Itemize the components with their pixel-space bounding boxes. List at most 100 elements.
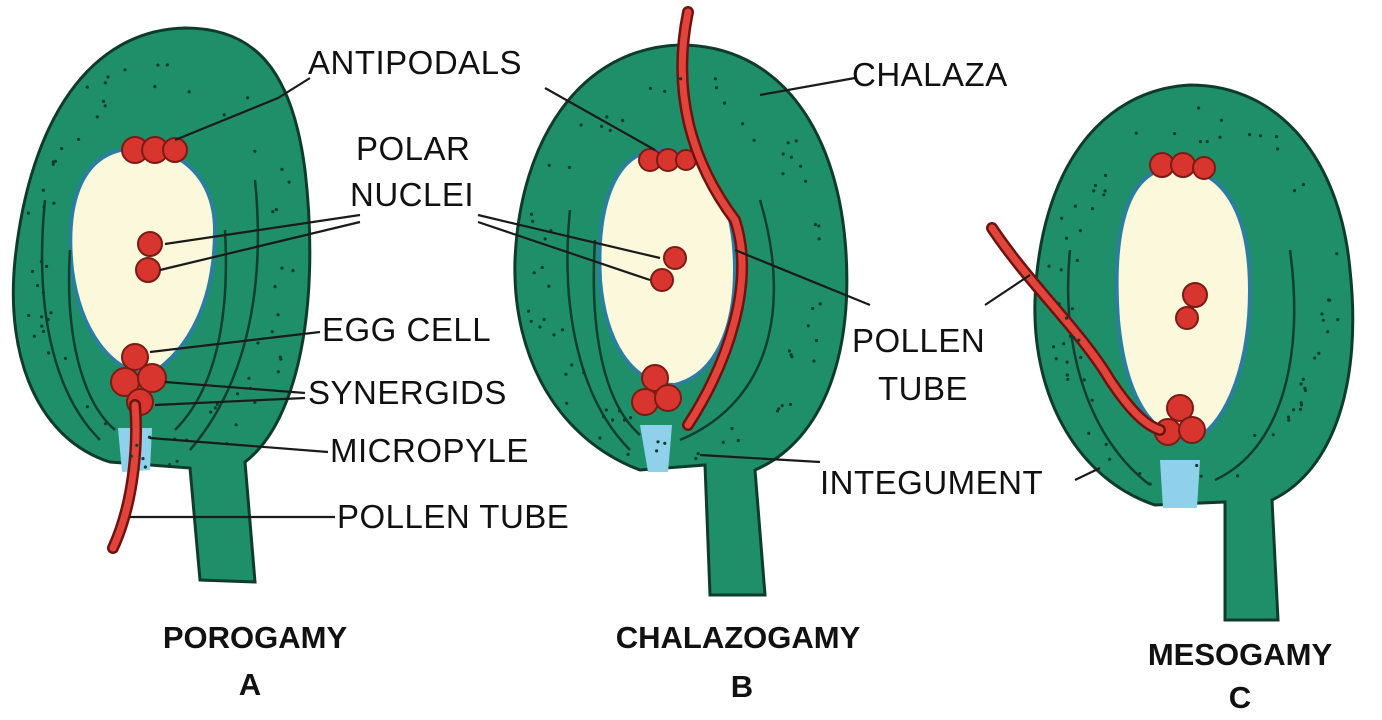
leader-pollen-tube-c bbox=[985, 275, 1030, 305]
texture-dot bbox=[1091, 399, 1094, 402]
texture-dot bbox=[188, 90, 191, 93]
texture-dot bbox=[1335, 252, 1338, 255]
texture-dot bbox=[1066, 378, 1069, 381]
ovule-c-micropyle bbox=[1160, 460, 1200, 508]
texture-dot bbox=[1199, 140, 1202, 143]
texture-dot bbox=[123, 68, 126, 71]
texture-dot bbox=[547, 285, 550, 288]
texture-dot bbox=[815, 339, 818, 342]
texture-dot bbox=[275, 208, 278, 211]
ovule-c-polar-nucleus bbox=[1176, 307, 1198, 329]
texture-dot bbox=[1299, 408, 1302, 411]
caption-porogamy: POROGAMY bbox=[163, 620, 348, 655]
ovule-c-antipodal-cell bbox=[1193, 157, 1215, 179]
texture-dot bbox=[777, 407, 780, 410]
caption-letter-b: B bbox=[731, 669, 753, 704]
texture-dot bbox=[564, 373, 567, 376]
texture-dot bbox=[47, 318, 50, 321]
label-egg-cell: EGG CELL bbox=[322, 311, 491, 348]
caption-chalazogamy: CHALAZOGAMY bbox=[616, 620, 861, 655]
texture-dot bbox=[531, 220, 534, 223]
ovule-c bbox=[992, 85, 1353, 620]
ovule-a-polar-nucleus bbox=[136, 258, 160, 282]
texture-dot bbox=[1066, 373, 1069, 376]
texture-dot bbox=[605, 115, 608, 118]
texture-dot bbox=[1320, 312, 1323, 315]
ovule-a-antipodal-cell bbox=[163, 138, 187, 162]
texture-dot bbox=[1105, 443, 1108, 446]
texture-dot bbox=[64, 357, 67, 360]
texture-dot bbox=[279, 358, 282, 361]
caption-letter-a: A bbox=[239, 667, 261, 702]
texture-dot bbox=[1074, 205, 1077, 208]
texture-dot bbox=[787, 141, 790, 144]
texture-dot bbox=[714, 77, 717, 80]
texture-dot bbox=[580, 123, 583, 126]
texture-dot bbox=[679, 77, 682, 80]
texture-dot bbox=[533, 271, 536, 274]
ovule-c-polar-nucleus bbox=[1183, 283, 1207, 307]
texture-dot bbox=[1138, 472, 1141, 475]
texture-dot bbox=[256, 341, 259, 344]
texture-dot bbox=[1276, 147, 1279, 150]
ovule-b-synergid bbox=[655, 385, 681, 411]
texture-dot bbox=[737, 439, 740, 442]
texture-dot bbox=[1302, 183, 1305, 186]
texture-dot bbox=[790, 156, 793, 159]
texture-dot bbox=[214, 406, 217, 409]
texture-dot bbox=[42, 189, 45, 192]
texture-dot bbox=[27, 212, 30, 215]
texture-dot bbox=[1173, 132, 1176, 135]
ovule-a-polar-nucleus bbox=[138, 232, 162, 256]
texture-dot bbox=[1083, 378, 1086, 381]
texture-dot bbox=[1336, 318, 1339, 321]
texture-dot bbox=[1195, 464, 1198, 467]
texture-dot bbox=[47, 351, 50, 354]
label-antipodals: ANTIPODALS bbox=[308, 44, 522, 81]
texture-dot bbox=[609, 129, 612, 132]
texture-dot bbox=[31, 270, 34, 273]
texture-dot bbox=[818, 237, 821, 240]
texture-dot bbox=[271, 210, 274, 213]
texture-dot bbox=[715, 86, 718, 89]
texture-dot bbox=[544, 237, 547, 240]
texture-dot bbox=[781, 172, 784, 175]
texture-dot bbox=[1293, 189, 1296, 192]
texture-dot bbox=[629, 416, 632, 419]
texture-dot bbox=[102, 100, 105, 103]
texture-dot bbox=[789, 403, 792, 406]
texture-dot bbox=[1065, 237, 1068, 240]
texture-dot bbox=[130, 455, 133, 458]
ovule-c-antipodal-cell bbox=[1171, 153, 1195, 177]
texture-dot bbox=[1092, 189, 1095, 192]
texture-dot bbox=[1327, 298, 1330, 301]
texture-dot bbox=[1317, 352, 1320, 355]
texture-dot bbox=[104, 104, 107, 107]
texture-dot bbox=[52, 202, 55, 205]
texture-dot bbox=[799, 165, 802, 168]
texture-dot bbox=[166, 63, 169, 66]
texture-dot bbox=[1055, 357, 1058, 360]
texture-dot bbox=[1300, 382, 1303, 385]
texture-dot bbox=[1058, 302, 1061, 305]
ovule-b-synergid bbox=[632, 389, 658, 415]
texture-dot bbox=[1069, 335, 1072, 338]
texture-dot bbox=[235, 423, 238, 426]
texture-dot bbox=[602, 415, 605, 418]
texture-dot bbox=[1060, 217, 1063, 220]
texture-dot bbox=[77, 138, 80, 141]
texture-dot bbox=[45, 265, 48, 268]
texture-dot bbox=[795, 139, 798, 142]
texture-dot bbox=[663, 442, 666, 445]
texture-dot bbox=[40, 315, 43, 318]
texture-dot bbox=[1287, 419, 1290, 422]
texture-dot bbox=[141, 457, 144, 460]
texture-dot bbox=[1071, 307, 1074, 310]
texture-dot bbox=[1135, 132, 1138, 135]
texture-dot bbox=[782, 152, 785, 155]
texture-dot bbox=[722, 441, 725, 444]
texture-dot bbox=[1072, 336, 1075, 339]
texture-dot bbox=[1206, 140, 1209, 143]
texture-dot bbox=[1272, 433, 1275, 436]
label-integument: INTEGUMENT bbox=[820, 464, 1043, 501]
